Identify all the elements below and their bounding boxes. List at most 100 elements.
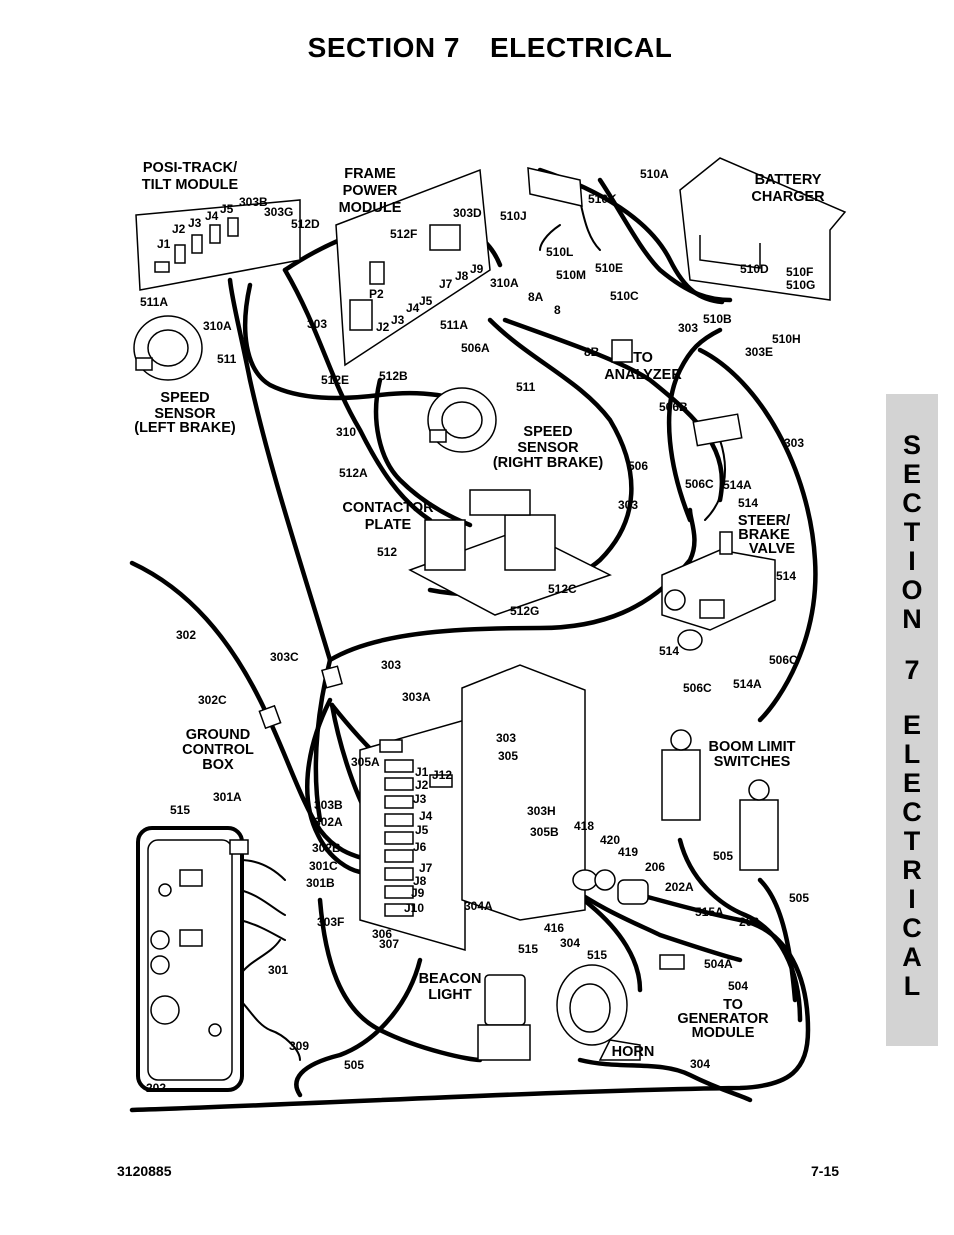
- callout: 304A: [464, 899, 493, 913]
- callout: 510K: [588, 192, 617, 206]
- callout: J2: [376, 320, 390, 334]
- callout: 303B: [239, 195, 268, 209]
- callout: J2: [415, 778, 429, 792]
- callout: 510G: [786, 278, 815, 292]
- callout: 510B: [703, 312, 732, 326]
- label-posi-track-2: TILT MODULE: [142, 177, 239, 193]
- label-frame-power-3: MODULE: [339, 200, 402, 216]
- callout: J4: [205, 209, 219, 223]
- label-horn: HORN: [612, 1044, 655, 1060]
- callout: J1: [415, 765, 429, 779]
- callout: 8B: [584, 345, 600, 359]
- callout: 304: [690, 1057, 710, 1071]
- callout: 8: [554, 303, 561, 317]
- callout: J7: [439, 277, 453, 291]
- callout: 512D: [291, 217, 320, 231]
- callout: 303: [784, 436, 804, 450]
- callout: 515: [518, 942, 538, 956]
- side-tab-letter: C: [902, 913, 922, 943]
- callout: 506C: [685, 477, 714, 491]
- callout: J5: [419, 294, 433, 308]
- side-tab-letter: A: [902, 942, 922, 972]
- callout: 420: [600, 833, 620, 847]
- callout: 416: [544, 921, 564, 935]
- callout: 301B: [306, 876, 335, 890]
- callout: 301A: [213, 790, 242, 804]
- callout: 510M: [556, 268, 586, 282]
- callout: 303E: [745, 345, 773, 359]
- callout: 505: [789, 891, 809, 905]
- callout: 303: [496, 731, 516, 745]
- footer-doc-number: 3120885: [117, 1163, 172, 1179]
- callout: 303C: [270, 650, 299, 664]
- callout: 306: [372, 927, 392, 941]
- label-speed-right-2: SENSOR: [517, 440, 579, 456]
- callout: J3: [188, 216, 202, 230]
- callout: 303: [678, 321, 698, 335]
- side-tab-letter: E: [902, 768, 921, 798]
- callout: 303: [381, 658, 401, 672]
- callout: 512E: [321, 373, 349, 387]
- callout: 514: [659, 644, 679, 658]
- label-battery-charger-2: CHARGER: [751, 189, 825, 205]
- callout: 305A: [351, 755, 380, 769]
- callout: 514: [738, 496, 758, 510]
- callout: 510F: [786, 265, 813, 279]
- label-ground-3: BOX: [202, 757, 234, 773]
- callout: 303G: [264, 205, 293, 219]
- callout: 302: [176, 628, 196, 642]
- label-gen-1: TO: [723, 997, 743, 1013]
- callout: 506: [628, 459, 648, 473]
- label-battery-charger-1: BATTERY: [755, 172, 822, 188]
- callout: 303F: [317, 915, 344, 929]
- callout: 505: [713, 849, 733, 863]
- callout: 510L: [546, 245, 573, 259]
- side-tab-letter: S: [902, 430, 921, 460]
- callout: J3: [391, 313, 405, 327]
- callout: 514: [776, 569, 796, 583]
- side-tab-letter: I: [908, 884, 916, 914]
- callout: 419: [618, 845, 638, 859]
- callout: 512: [377, 545, 397, 559]
- callout: 8A: [528, 290, 544, 304]
- label-gen-2: GENERATOR: [677, 1011, 769, 1027]
- callout: J5: [220, 202, 234, 216]
- callout: 511: [217, 352, 237, 366]
- callout: J2: [172, 222, 186, 236]
- label-steer-3: VALVE: [749, 541, 796, 557]
- callout: 303D: [453, 206, 482, 220]
- side-tab-letter: N: [902, 604, 922, 634]
- callout: 510C: [610, 289, 639, 303]
- label-boom-1: BOOM LIMIT: [709, 739, 796, 755]
- callout: J8: [413, 874, 427, 888]
- label-contactor-1: CONTACTOR: [342, 500, 434, 516]
- side-tab-letter: O: [901, 575, 923, 605]
- callout: J12: [432, 768, 452, 782]
- callout: J8: [455, 269, 469, 283]
- callout: 510A: [640, 167, 669, 181]
- callout: P2: [369, 287, 384, 301]
- side-tab-letter: I: [908, 546, 916, 576]
- callout: 202: [739, 915, 759, 929]
- callout: 309: [289, 1039, 309, 1053]
- callout: 303: [307, 317, 327, 331]
- callout: 512C: [548, 582, 577, 596]
- callout: 202: [146, 1081, 166, 1095]
- callout: 510H: [772, 332, 801, 346]
- callout: 510D: [740, 262, 769, 276]
- callout: J1: [157, 237, 171, 251]
- callout: 504A: [704, 957, 733, 971]
- callout: 206: [645, 860, 665, 874]
- callout: 511A: [140, 295, 168, 309]
- callout: 418: [574, 819, 594, 833]
- side-tab-letter: T: [903, 826, 921, 856]
- callout: 302A: [314, 815, 343, 829]
- label-speed-left-1: SPEED: [160, 390, 209, 406]
- callout: 510J: [500, 209, 527, 223]
- callout: J6: [413, 840, 427, 854]
- callout: J3: [413, 792, 427, 806]
- label-steer-1: STEER/: [738, 513, 790, 529]
- side-tab-letter: L: [903, 739, 921, 769]
